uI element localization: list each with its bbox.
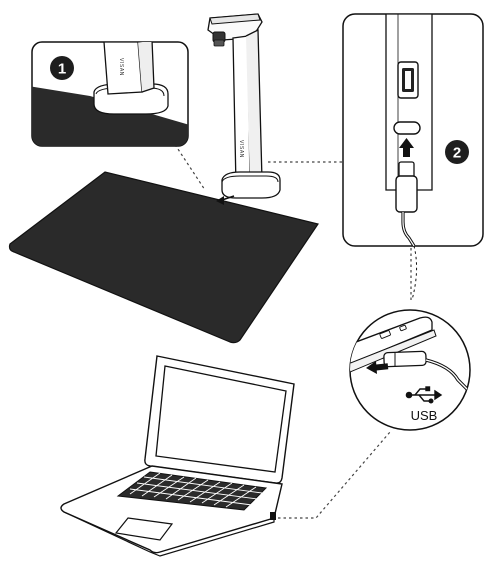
usb-insert-arrow-icon: [366, 361, 389, 374]
cable-plug: [395, 175, 418, 213]
laptop-trackpad: [114, 517, 174, 541]
pole-brand-label: VISAN: [238, 140, 244, 158]
step1-mat-detail: [32, 86, 188, 146]
usb-icon: [405, 386, 443, 404]
camera-head-top: [209, 13, 261, 25]
step1-number: 1: [58, 61, 66, 78]
insert-arrow-icon: [216, 195, 235, 205]
usb-label: USB: [411, 408, 438, 423]
laptop-edge-detail: [350, 316, 433, 365]
laptop: [60, 355, 295, 557]
micro-port: [393, 121, 421, 135]
leader-line-laptop: [278, 431, 391, 519]
camera-base-rim: [221, 175, 279, 183]
laptop-screen: [155, 365, 287, 473]
usb-detail-circle: USB: [349, 309, 471, 431]
step1-brand-label: VISAN: [118, 58, 124, 76]
step2-badge: [445, 140, 469, 164]
leader-lines: [171, 139, 412, 519]
leader-line-step1: [171, 139, 206, 191]
usb-plug: [383, 350, 427, 368]
usb-cable: [411, 245, 418, 301]
step2-pole-detail: [385, 14, 433, 191]
lens-ring: [213, 39, 225, 47]
step1-badge: [50, 56, 74, 80]
step2-inset: 2: [342, 13, 484, 247]
document-mat: [8, 171, 319, 344]
step1-inset: VISAN 1: [31, 41, 189, 147]
up-arrow-icon: [399, 138, 414, 157]
keyboard-keys: [129, 472, 263, 508]
document-camera: VISAN: [207, 13, 281, 199]
step2-number: 2: [453, 145, 461, 162]
laptop-usb-port: [270, 512, 276, 520]
